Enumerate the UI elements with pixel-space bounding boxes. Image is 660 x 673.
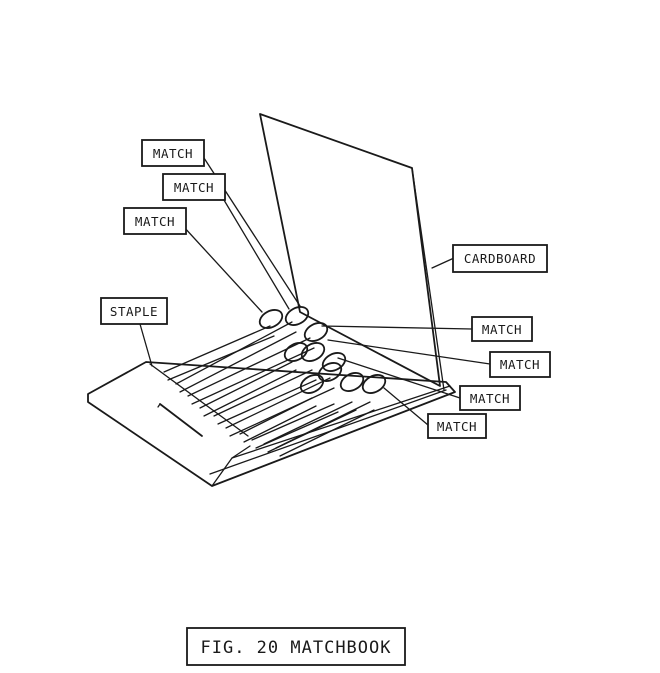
- match-head-9: [339, 372, 365, 392]
- cardboard-cover: [259, 113, 445, 391]
- label-match-1: MATCH: [141, 139, 205, 167]
- label-match-7-text: MATCH: [437, 419, 477, 434]
- label-match-4: MATCH: [471, 316, 533, 342]
- label-cardboard-text: CARDBOARD: [464, 251, 536, 266]
- label-match-3: MATCH: [123, 207, 187, 235]
- match-head-3: [303, 322, 329, 342]
- staple: [157, 403, 203, 437]
- label-match-6-text: MATCH: [470, 391, 510, 406]
- label-staple-text: STAPLE: [110, 304, 158, 319]
- match-head-7: [299, 374, 325, 394]
- label-match-5: MATCH: [489, 351, 551, 378]
- match-head-10: [361, 374, 387, 394]
- label-cardboard: CARDBOARD: [452, 244, 548, 273]
- label-match-3-text: MATCH: [135, 214, 175, 229]
- figure-caption: FIG. 20 MATCHBOOK: [186, 627, 406, 666]
- figure-caption-text: FIG. 20 MATCHBOOK: [201, 638, 392, 658]
- label-match-2: MATCH: [162, 173, 226, 201]
- label-staple: STAPLE: [100, 297, 168, 325]
- label-match-2-text: MATCH: [174, 180, 214, 195]
- match-head-2: [284, 306, 310, 326]
- leader-lines: [139, 157, 491, 426]
- match-head-5: [300, 342, 326, 362]
- label-match-6: MATCH: [459, 385, 521, 411]
- label-match-5-text: MATCH: [500, 357, 540, 372]
- match-head-1: [258, 309, 284, 329]
- matchbook-base: [87, 361, 456, 487]
- label-match-4-text: MATCH: [482, 322, 522, 337]
- label-match-1-text: MATCH: [153, 146, 193, 161]
- match-head-8: [317, 362, 343, 382]
- label-match-7: MATCH: [427, 413, 487, 439]
